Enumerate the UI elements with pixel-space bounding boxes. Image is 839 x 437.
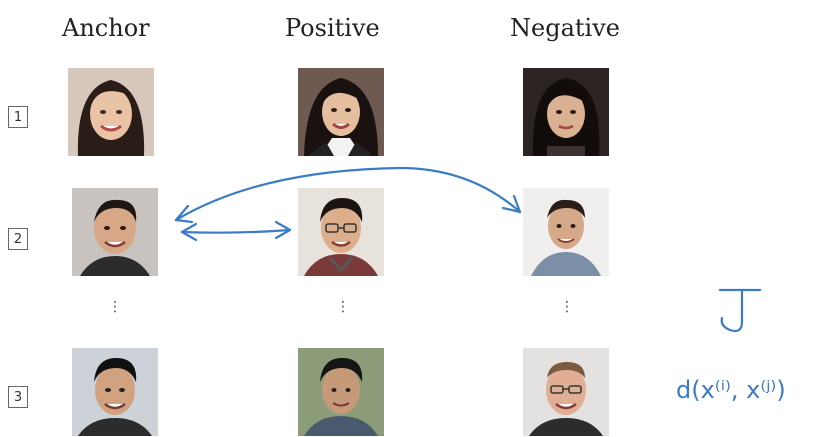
positive-photo-3 [298,348,384,436]
arrowhead-anchor-top [174,204,190,222]
anchor-photo-3 [72,348,158,436]
anchor-photo-1 [68,68,154,156]
arrowhead-positive [274,220,292,240]
anchor-negative-arc [174,166,522,222]
header-positive: Positive [285,14,380,42]
cost-j-glyph [718,288,762,333]
row-label-1: 1 [8,106,28,128]
negative-photo-2 [523,188,609,276]
distance-annotation: d(x⁽ⁱ⁾, x⁽ʲ⁾) [676,376,786,404]
arrowhead-anchor-left [180,222,198,242]
header-negative: Negative [510,14,620,42]
arrowhead-negative [501,206,522,214]
anchor-positive-arrow [180,228,292,234]
header-anchor: Anchor [62,14,150,42]
negative-photo-1 [523,68,609,156]
arrowhead-anchor-top-2 [174,218,194,224]
anchor-photo-2 [72,188,158,276]
arrowhead-negative-2 [512,194,522,214]
negative-photo-3 [523,348,609,436]
row-label-2: 2 [8,228,28,250]
row-label-3: 3 [8,386,28,408]
positive-photo-2 [298,188,384,276]
positive-photo-1 [298,68,384,156]
